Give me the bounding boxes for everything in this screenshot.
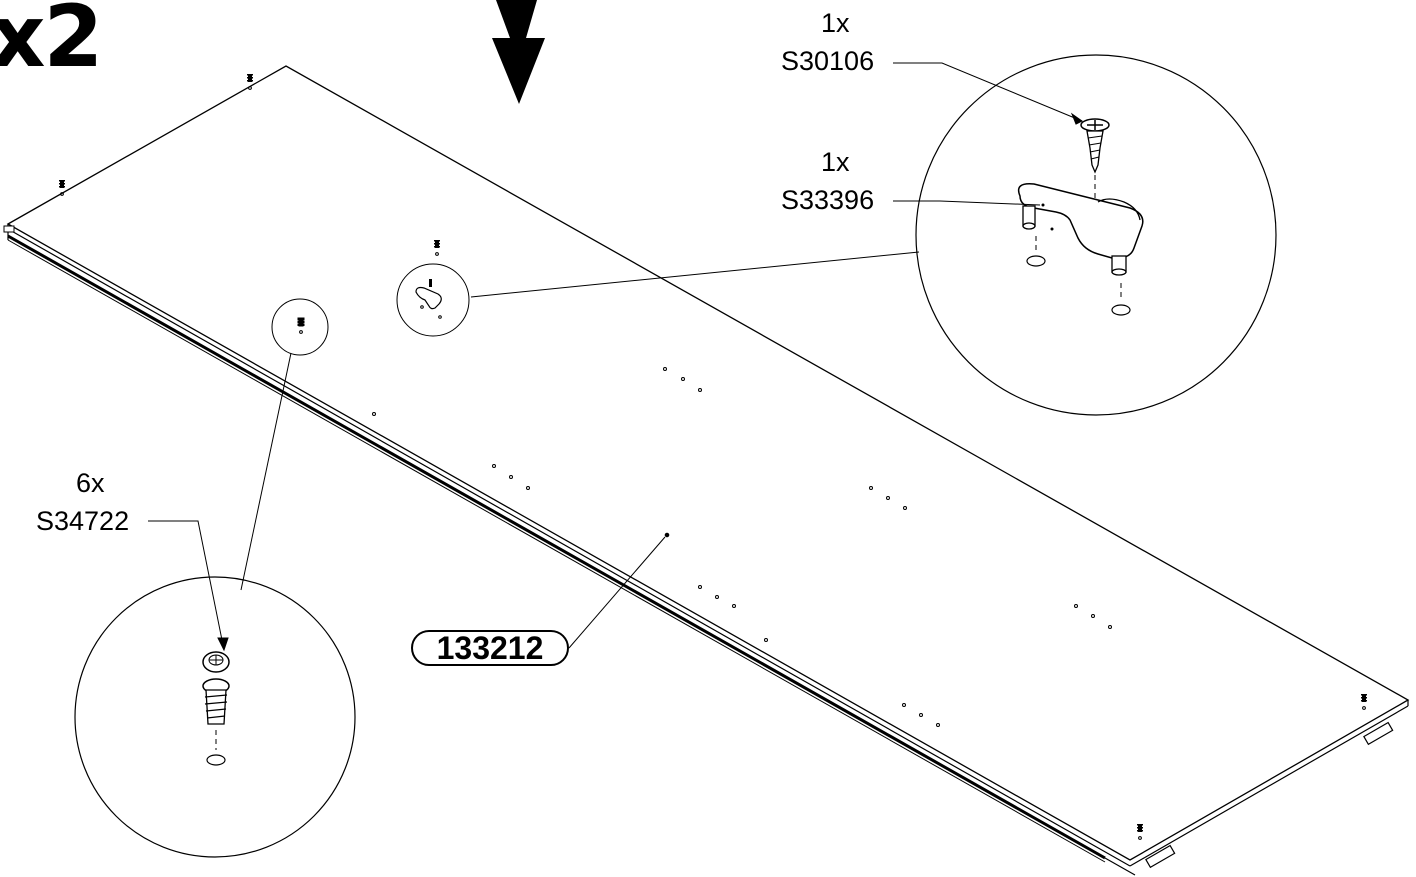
- set-quantity: x2: [0, 0, 103, 87]
- clip-leader-line: [470, 251, 920, 298]
- clip-qty-label: 1x: [821, 147, 850, 177]
- panel-holes: [372, 367, 1112, 727]
- dowel-leader-line: [240, 352, 292, 591]
- dowel-qty-label: 6x: [76, 468, 105, 498]
- screw-code-label: S30106: [781, 46, 875, 76]
- part-number-badge: 133212: [411, 630, 569, 666]
- dowel-code-label: S34722: [36, 506, 130, 536]
- down-arrow-icon: [492, 0, 545, 104]
- clip-detail-large: [915, 54, 1277, 416]
- screw-qty-label: 1x: [821, 8, 850, 38]
- label-leaders: [148, 62, 1083, 652]
- clip-detail-small: [396, 263, 470, 337]
- panel-board: [3, 65, 1410, 876]
- dowel-detail-small: [271, 298, 329, 356]
- clip-code-label: S33396: [781, 185, 875, 215]
- dowel-detail-large: [74, 576, 356, 858]
